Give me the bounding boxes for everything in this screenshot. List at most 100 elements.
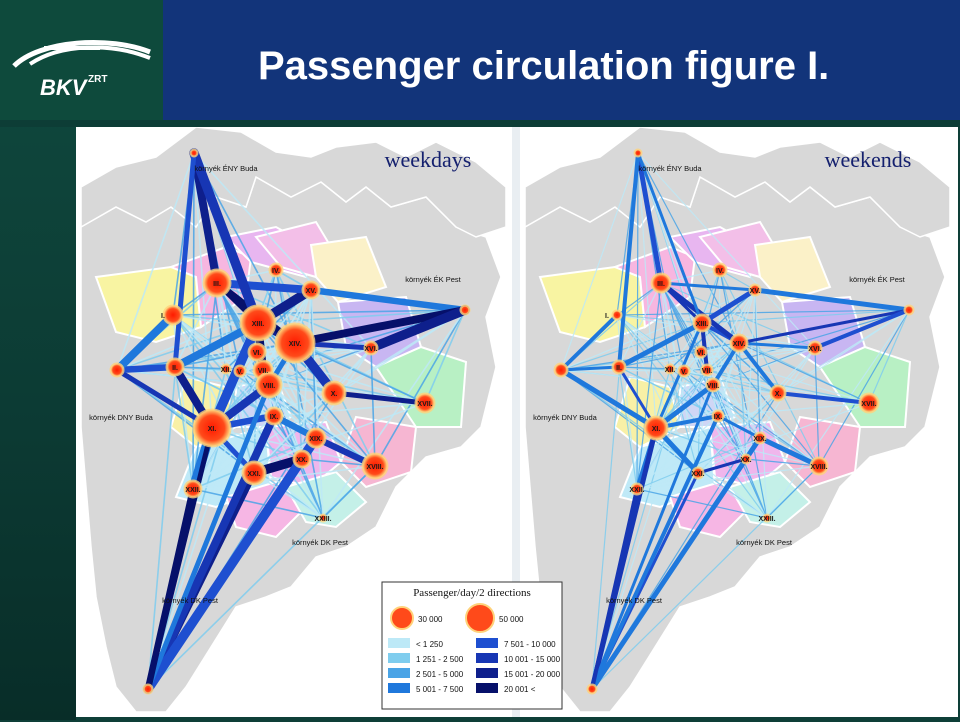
node-XXIII [320,515,326,521]
flow-line [636,472,699,490]
district-label: XIX. [309,436,322,443]
flow-line-major [658,280,742,346]
flow-line [712,384,820,467]
flow-line [637,152,657,429]
region-label: környék DNY Buda [89,413,153,422]
district-label: XX. [296,457,307,464]
flow-line [766,465,820,519]
legend-swatch [388,638,410,648]
district-label: XVII. [417,401,432,408]
node-XVII [860,394,878,412]
flow-line-major [307,286,469,314]
flow-line-major [737,341,780,395]
node-XIII [694,315,710,331]
flow-line-major [589,435,763,692]
flow-line-major [716,414,762,440]
flow-line [192,488,324,519]
node-IX [713,411,723,421]
district-label: XVIII. [810,464,827,471]
flow-line [655,351,702,429]
flow-line [814,347,820,467]
flow-line [560,152,639,371]
district-label: II. [616,365,622,372]
panel-title-weekends: weekends [825,147,912,172]
node-IX [266,408,282,424]
node-dny [555,364,567,376]
flow-line [706,309,910,371]
node-V [679,366,689,376]
district-label: I. [605,313,609,320]
district-label: IV. [716,268,724,275]
node-dkS [588,685,596,693]
node-XI [194,410,230,446]
flow-line [225,368,376,467]
flow-line [192,282,218,490]
flow-line [116,152,195,371]
legend-frame [381,581,563,710]
node-XXIII [764,515,770,521]
header-divider [0,120,960,127]
node-II [613,361,625,373]
flow-line [560,322,703,371]
flow-line [868,309,910,404]
flow-line [424,309,466,404]
node-XXI [693,468,703,478]
legend-class-label: 20 001 < [504,685,536,694]
district-label: X. [331,391,338,398]
flow-line [268,384,376,467]
node-XIX [307,429,325,447]
flow-line-major [590,414,720,691]
panel-gap [512,127,520,717]
region-label: környék DK Pest [292,538,349,547]
weekends-map: I.II.III.IV.V.VI.VII.VIII.IX.X.XI.XII.XI… [524,126,951,713]
node-IV [270,264,282,276]
node-VI [696,347,706,357]
region-label: környék DNY Buda [533,413,597,422]
logo: BKV ZRT [0,0,163,120]
flow-line [636,465,820,490]
legend-swatch [388,668,410,678]
node-XII [222,365,230,373]
node-XVIII [363,454,387,478]
node-XIV [731,335,747,351]
flow-line [719,269,768,519]
weekdays-map: I.II.III.IV.V.VI.VII.VIII.IX.X.XI.XII.XI… [80,126,507,713]
flow-line-major [636,151,704,325]
flow-line [374,309,466,467]
flow-line [310,289,324,519]
region-label: környék ÉK Pest [849,275,905,284]
flow-line-major [291,306,469,347]
flow-line [636,289,756,490]
district-label: II. [172,365,178,372]
flow-line [257,322,317,439]
district-label: IX. [270,414,279,421]
flow-line [637,152,816,349]
flow-line-major [616,320,705,370]
panel-title-weekdays: weekdays [385,147,472,172]
flow-line [738,342,870,404]
district-label: VI. [697,350,706,357]
region-label: környék ÉNY Buda [638,164,702,173]
flow-line-major [366,305,470,353]
flow-line-major [737,341,817,350]
legend-swatch [476,683,498,693]
flow-line-major [737,308,911,345]
node-II [167,359,183,375]
flow-line [745,458,820,467]
district-label: XXI. [691,471,704,478]
flow-line-major [752,287,912,313]
flow-line [225,368,303,460]
legend-swatch [388,653,410,663]
district-label: XXII. [629,487,644,494]
flow-line [636,488,768,519]
legend-swatch [476,668,498,678]
flow-line [616,314,768,519]
region-label: környék ÉNY Buda [194,164,258,173]
flow-line [818,309,910,467]
flow-line [655,342,740,429]
flow-line [370,347,376,467]
node-XIX [755,433,765,443]
flow-line [712,384,761,439]
node-XVIII [811,458,827,474]
node-eny [635,150,641,156]
